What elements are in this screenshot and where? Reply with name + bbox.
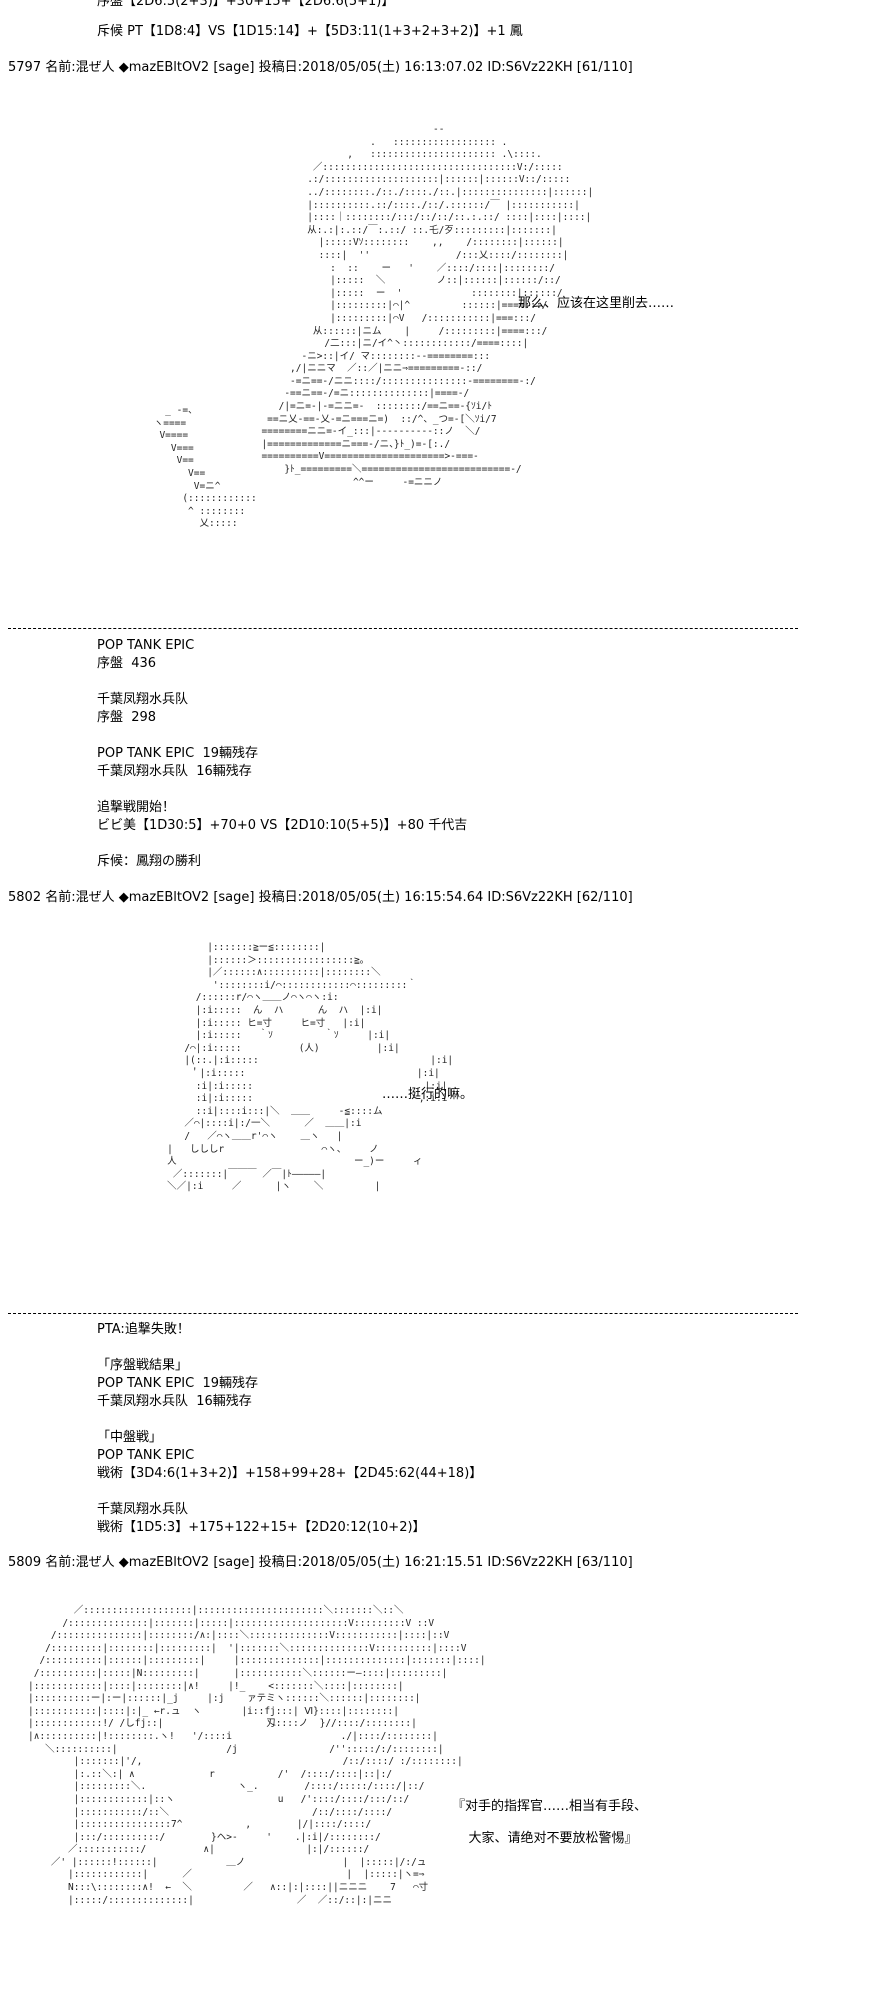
post-header-5802: 5802 名前:混ぜ人 ◆mazEBltOV2 [sage] 投稿日:2018/… (8, 890, 633, 905)
result-line: 序盤 436 (97, 656, 157, 671)
result-line: ビビ美【1D30:5】+70+0 VS【2D10:10(5+5)】+80 千代吉 (97, 818, 468, 833)
result-line: PTA:追撃失敗！ (97, 1322, 190, 1337)
top-line-2: 斥候 PT【1D8:4】VS【1D15:14】+【5D3:11(1+3+2+3+… (97, 24, 523, 39)
ascii-art-tank-1: _ -=、 ヽ==== V==== V=== V== V== V=ニ^ (:::… (153, 405, 257, 530)
separator-2 (8, 1313, 798, 1314)
result-line: 序盤 298 (97, 710, 157, 725)
result-line: POP TANK EPIC (97, 638, 195, 653)
post-header-5809: 5809 名前:混ぜ人 ◆mazEBltOV2 [sage] 投稿日:2018/… (8, 1555, 633, 1570)
separator-1 (8, 628, 798, 629)
result-line: 千葉凤翔水兵队 (97, 692, 189, 707)
post-header-5797: 5797 名前:混ぜ人 ◆mazEBltOV2 [sage] 投稿日:2018/… (8, 60, 633, 75)
result-line: 戦術【1D5:3】+175+122+15+【2D20:12(10+2)】 (97, 1520, 426, 1535)
result-line: 「中盤戦」 (97, 1430, 163, 1445)
ascii-art-girl-3: ／:::::::::::::::::::|:::::::::::::::::::… (28, 1605, 486, 1906)
result-line: POP TANK EPIC 19輛残存 (97, 1376, 259, 1391)
result-line: POP TANK EPIC (97, 1448, 195, 1463)
top-line-1: 序盤【2D6:5(2+3)】+30+15+【2D6:6(5+1)】 (97, 0, 395, 9)
speech-line-5802: ……挺行的嘛。 (382, 1087, 474, 1102)
page-bottom (0, 1992, 881, 2000)
result-line: 斥候：鳳翔の勝利 (97, 854, 202, 869)
speech-line-5797: 那么、应该在这里削去…… (518, 296, 675, 311)
result-line: 千葉凤翔水兵队 16輛残存 (97, 1394, 252, 1409)
result-line: 追撃戦開始！ (97, 800, 176, 815)
speech-line-5809: 『对手的指挥官……相当有手段、 大家、请绝对不要放松警惕』 (452, 1799, 648, 1846)
result-line: 「序盤戦結果」 (97, 1358, 189, 1373)
result-line: 千葉凤翔水兵队 16輛残存 (97, 764, 252, 779)
ascii-art-girl-1: -- . :::::::::::::::::: . , ::::::::::::… (261, 124, 594, 488)
result-line: 戦術【3D4:6(1+3+2)】+158+99+28+【2D45:62(44+1… (97, 1466, 483, 1481)
ascii-art-girl-2: |:::::::≧ー≦::::::::| |::::::＞:::::::::::… (167, 942, 454, 1193)
result-line: POP TANK EPIC 19輛残存 (97, 746, 259, 761)
result-line: 千葉凤翔水兵队 (97, 1502, 189, 1517)
